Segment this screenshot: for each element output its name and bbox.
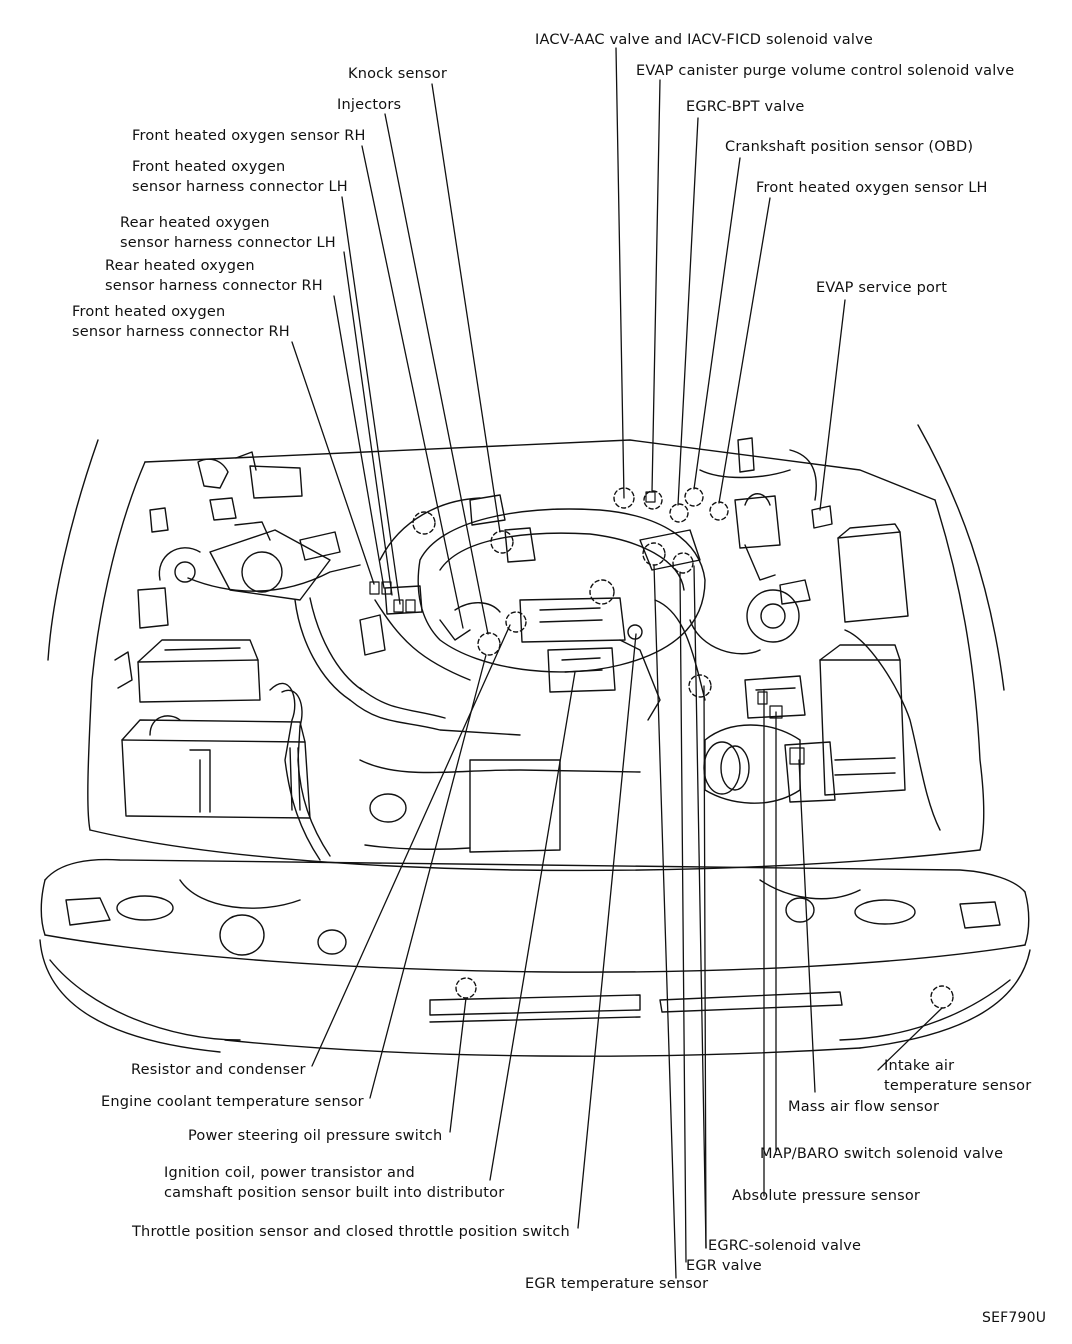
label-evap-purge: EVAP canister purge volume control solen… xyxy=(636,63,1015,79)
leader-coolant xyxy=(369,654,487,1099)
label-line: Front heated oxygen xyxy=(132,159,286,175)
leader-ps-switch xyxy=(449,997,467,1133)
label-line: sensor harness connector RH xyxy=(72,324,290,340)
label-egr-valve: EGR valve xyxy=(686,1258,762,1274)
label-coolant: Engine coolant temperature sensor xyxy=(101,1094,364,1110)
left-bay-components xyxy=(114,451,641,861)
label-line: Rear heated oxygen xyxy=(105,258,255,274)
label-line: sensor harness connector RH xyxy=(105,278,323,294)
label-front-o2-conn-lh: Front heated oxygen sensor harness conne… xyxy=(132,157,348,197)
right-bay-components xyxy=(689,437,941,831)
leader-rear-o2-conn-rh xyxy=(333,295,385,589)
label-rear-o2-conn-lh: Rear heated oxygen sensor harness connec… xyxy=(120,213,336,253)
label-front-o2-rh: Front heated oxygen sensor RH xyxy=(132,128,366,144)
label-injectors: Injectors xyxy=(337,97,402,113)
leader-iacv xyxy=(615,47,625,499)
leader-evap-purge xyxy=(651,79,661,493)
label-front-o2-conn-rh: Front heated oxygen sensor harness conne… xyxy=(72,302,290,342)
label-line: camshaft position sensor built into dist… xyxy=(164,1185,505,1201)
leader-tps xyxy=(577,633,637,1229)
label-intake-temp: Intake air temperature sensor xyxy=(884,1056,1031,1096)
label-egr-temp: EGR temperature sensor xyxy=(525,1276,709,1292)
label-line: Rear heated oxygen xyxy=(120,215,270,231)
leader-resistor xyxy=(311,624,511,1067)
label-map-baro: MAP/BARO switch solenoid valve xyxy=(760,1146,1004,1162)
label-ps-switch: Power steering oil pressure switch xyxy=(188,1128,443,1144)
label-front-o2-lh: Front heated oxygen sensor LH xyxy=(756,180,988,196)
label-abs-pressure: Absolute pressure sensor xyxy=(732,1188,921,1204)
label-rear-o2-conn-rh: Rear heated oxygen sensor harness connec… xyxy=(105,256,323,296)
leader-maf xyxy=(798,759,816,1093)
leader-crank-sensor xyxy=(693,157,741,490)
label-line: Front heated oxygen xyxy=(72,304,226,320)
leader-injectors xyxy=(384,113,489,635)
engine-top xyxy=(359,494,706,721)
engine-bay-outline xyxy=(39,424,1031,1057)
label-line: temperature sensor xyxy=(884,1078,1032,1094)
leader-lines xyxy=(291,47,943,1279)
label-iacv: IACV-AAC valve and IACV-FICD solenoid va… xyxy=(535,32,874,48)
leader-front-o2-conn-lh xyxy=(341,196,401,605)
leader-rear-o2-conn-lh xyxy=(343,251,393,596)
label-resistor: Resistor and condenser xyxy=(131,1062,306,1078)
label-crank-sensor: Crankshaft position sensor (OBD) xyxy=(725,139,974,155)
label-line: Ignition coil, power transistor and xyxy=(164,1165,415,1181)
leader-evap-port xyxy=(819,299,846,511)
leader-egr-temp xyxy=(653,564,677,1279)
label-line: sensor harness connector LH xyxy=(132,179,348,195)
leader-front-o2-lh xyxy=(718,197,771,504)
label-line: Intake air xyxy=(884,1058,955,1074)
label-maf: Mass air flow sensor xyxy=(788,1099,940,1115)
label-knock-sensor: Knock sensor xyxy=(348,66,448,82)
label-egrc-bpt: EGRC-BPT valve xyxy=(686,99,805,115)
leader-front-o2-conn-rh xyxy=(291,341,375,585)
leader-egrc-bpt xyxy=(677,117,699,506)
leader-egrc-solenoid xyxy=(693,565,707,1249)
label-tps: Throttle position sensor and closed thro… xyxy=(132,1224,570,1240)
figure-code: SEF790U xyxy=(982,1310,1047,1326)
label-evap-port: EVAP service port xyxy=(816,280,948,296)
label-egrc-solenoid: EGRC-solenoid valve xyxy=(708,1238,862,1254)
label-line: sensor harness connector LH xyxy=(120,235,336,251)
label-ignition: Ignition coil, power transistor and cams… xyxy=(164,1163,504,1203)
leader-intake-temp xyxy=(877,1007,943,1071)
leader-front-o2-rh xyxy=(361,145,464,629)
leader-egr-valve xyxy=(679,571,687,1263)
leader-ignition xyxy=(489,671,576,1181)
leader-knock-sensor xyxy=(431,83,501,533)
